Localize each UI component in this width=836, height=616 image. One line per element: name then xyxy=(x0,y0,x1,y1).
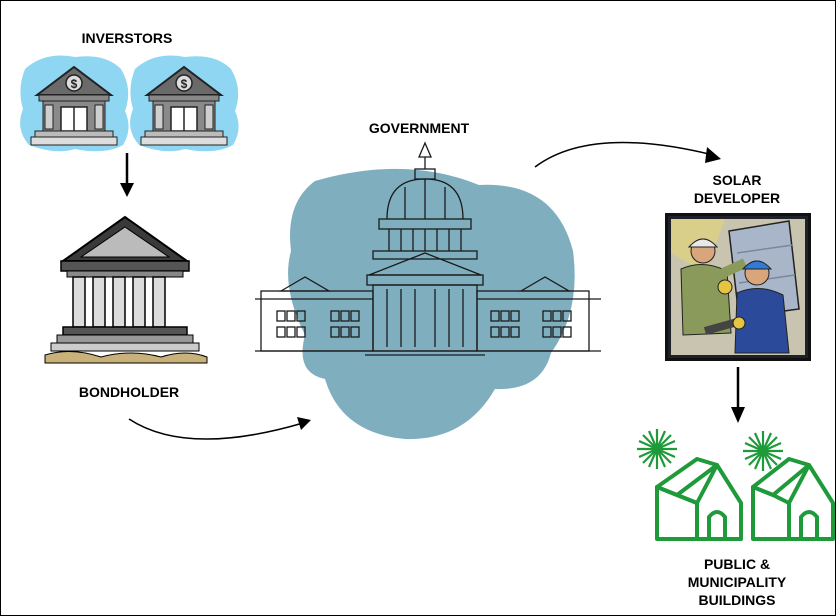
construction-workers-icon xyxy=(665,213,811,361)
starburst-icon xyxy=(741,429,785,473)
buildings-label-line1: PUBLIC & xyxy=(703,556,771,572)
government-label: GOVERNMENT xyxy=(368,120,470,136)
arrow-government-to-developer xyxy=(531,137,731,173)
bank-columns-icon xyxy=(41,211,211,367)
solar-developer-label-line2: DEVELOPER xyxy=(693,190,781,206)
house-icon xyxy=(749,451,835,545)
svg-text:$: $ xyxy=(71,77,78,91)
bondholder-label: BONDHOLDER xyxy=(78,384,180,400)
bank-dollar-icon: $ xyxy=(15,49,133,155)
buildings-label-line2: MUNICIPALITY xyxy=(687,574,787,590)
bank-dollar-icon: $ xyxy=(125,49,243,155)
investors-label: INVERSTORS xyxy=(81,30,173,46)
buildings-label-line3: BUILDINGS xyxy=(698,592,776,608)
capitol-building-icon xyxy=(255,141,605,451)
arrow-bondholder-to-government xyxy=(127,409,317,453)
starburst-icon xyxy=(635,427,679,471)
arrow-investors-to-bondholder xyxy=(117,153,137,199)
house-icon xyxy=(653,451,749,545)
solar-developer-label-line1: SOLAR xyxy=(712,172,762,188)
svg-text:$: $ xyxy=(181,77,188,91)
arrow-developer-to-buildings xyxy=(728,367,748,425)
